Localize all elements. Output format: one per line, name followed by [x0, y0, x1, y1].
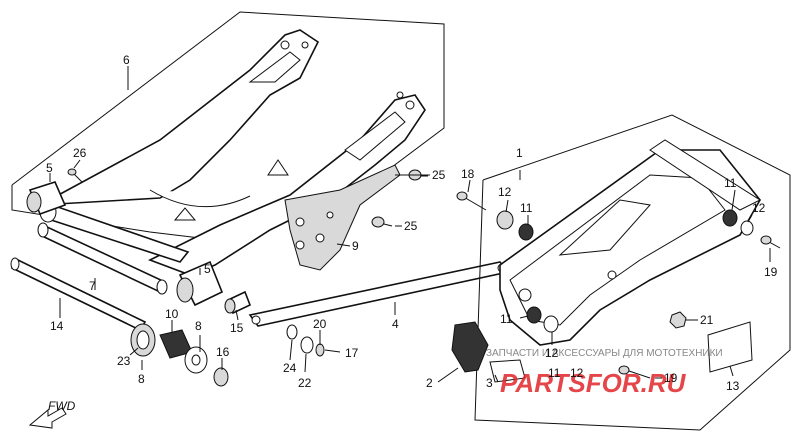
label-24: 24 — [283, 361, 297, 375]
label-19-right: 19 — [764, 265, 778, 279]
pivot-shaft — [10, 257, 147, 332]
label-12-d: 12 — [570, 366, 584, 380]
bolts-19 — [618, 235, 781, 379]
label-11-a: 11 — [520, 201, 533, 215]
label-5-rear: 5 — [204, 262, 211, 276]
label-11-b: 11 — [724, 176, 737, 190]
swingarm — [26, 29, 426, 307]
fwd-label: FWD — [48, 399, 76, 413]
label-11-d: 11 — [548, 366, 561, 380]
bushings — [496, 209, 754, 333]
label-1: 1 — [516, 146, 523, 160]
part-numbers: 6 26 5 5 7 14 10 8 23 8 16 15 20 17 24 2… — [46, 53, 778, 393]
label-16: 16 — [216, 345, 230, 359]
label-15: 15 — [230, 321, 244, 335]
label-14: 14 — [50, 319, 64, 333]
chain-case-group-outline — [474, 114, 791, 431]
label-25-upper: 25 — [432, 168, 446, 182]
label-2: 2 — [426, 376, 433, 390]
leader-lines — [49, 66, 771, 383]
watermark-text: ЗАПЧАСТИ И АКСЕССУАРЫ ДЛЯ МОТОТЕХНИКИ — [486, 348, 723, 359]
label-22: 22 — [298, 376, 312, 390]
label-21: 21 — [700, 313, 714, 327]
short-collar — [224, 290, 252, 315]
label-25-lower: 25 — [404, 219, 418, 233]
watermark: ЗАПЧАСТИ И АКСЕССУАРЫ ДЛЯ МОТОТЕХНИКИ PA… — [486, 348, 723, 398]
nut-21 — [669, 311, 687, 329]
label-8-top: 8 — [195, 319, 202, 333]
bolt-18 — [456, 191, 487, 211]
label-18: 18 — [461, 167, 475, 181]
label-23: 23 — [117, 354, 131, 368]
drive-chain — [451, 321, 526, 383]
pivot-bearing-set — [130, 323, 229, 387]
label-26: 26 — [73, 146, 87, 160]
label-6: 6 — [123, 53, 130, 67]
label-10: 10 — [165, 307, 179, 321]
label-5-front: 5 — [46, 161, 53, 175]
small-hardware — [286, 324, 341, 357]
label-11-c: 11 — [500, 312, 513, 326]
label-3: 3 — [486, 376, 493, 390]
label-4: 4 — [392, 317, 399, 331]
label-7: 7 — [89, 279, 96, 293]
label-12-a: 12 — [498, 185, 512, 199]
label-12-c: 12 — [545, 346, 559, 360]
watermark-logo: PARTSFOR.RU — [500, 368, 687, 398]
torque-link — [248, 261, 510, 327]
label-plate — [707, 321, 753, 373]
label-13: 13 — [726, 379, 740, 393]
pivot-collar — [37, 222, 168, 295]
label-20: 20 — [313, 317, 327, 331]
label-9: 9 — [352, 239, 359, 253]
label-12-b: 12 — [752, 201, 766, 215]
screw-26 — [67, 168, 83, 183]
chain-guide — [284, 164, 401, 271]
forward-arrow: FWD — [28, 399, 76, 429]
label-17: 17 — [345, 346, 359, 360]
label-19-bottom: 19 — [664, 371, 678, 385]
chain-case — [499, 139, 762, 346]
label-8-bottom: 8 — [138, 372, 145, 386]
